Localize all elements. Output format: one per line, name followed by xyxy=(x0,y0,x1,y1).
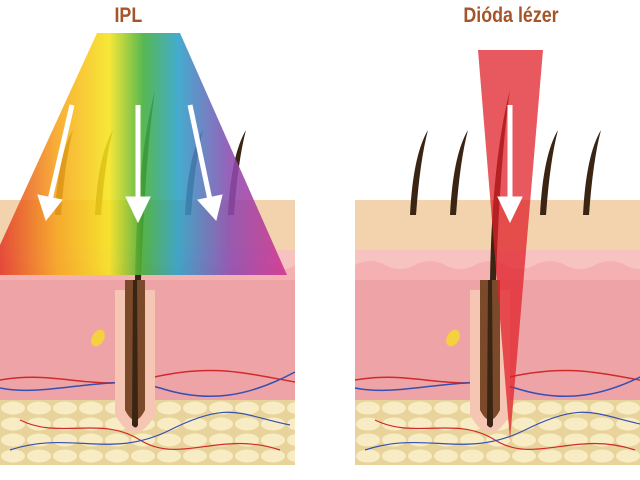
diode-laser-title: Dióda lézer xyxy=(463,4,559,27)
arrow-icons xyxy=(37,104,523,224)
ipl-light-beam xyxy=(0,33,287,275)
laser-beam xyxy=(478,50,543,440)
ipl-title: IPL xyxy=(114,4,143,27)
